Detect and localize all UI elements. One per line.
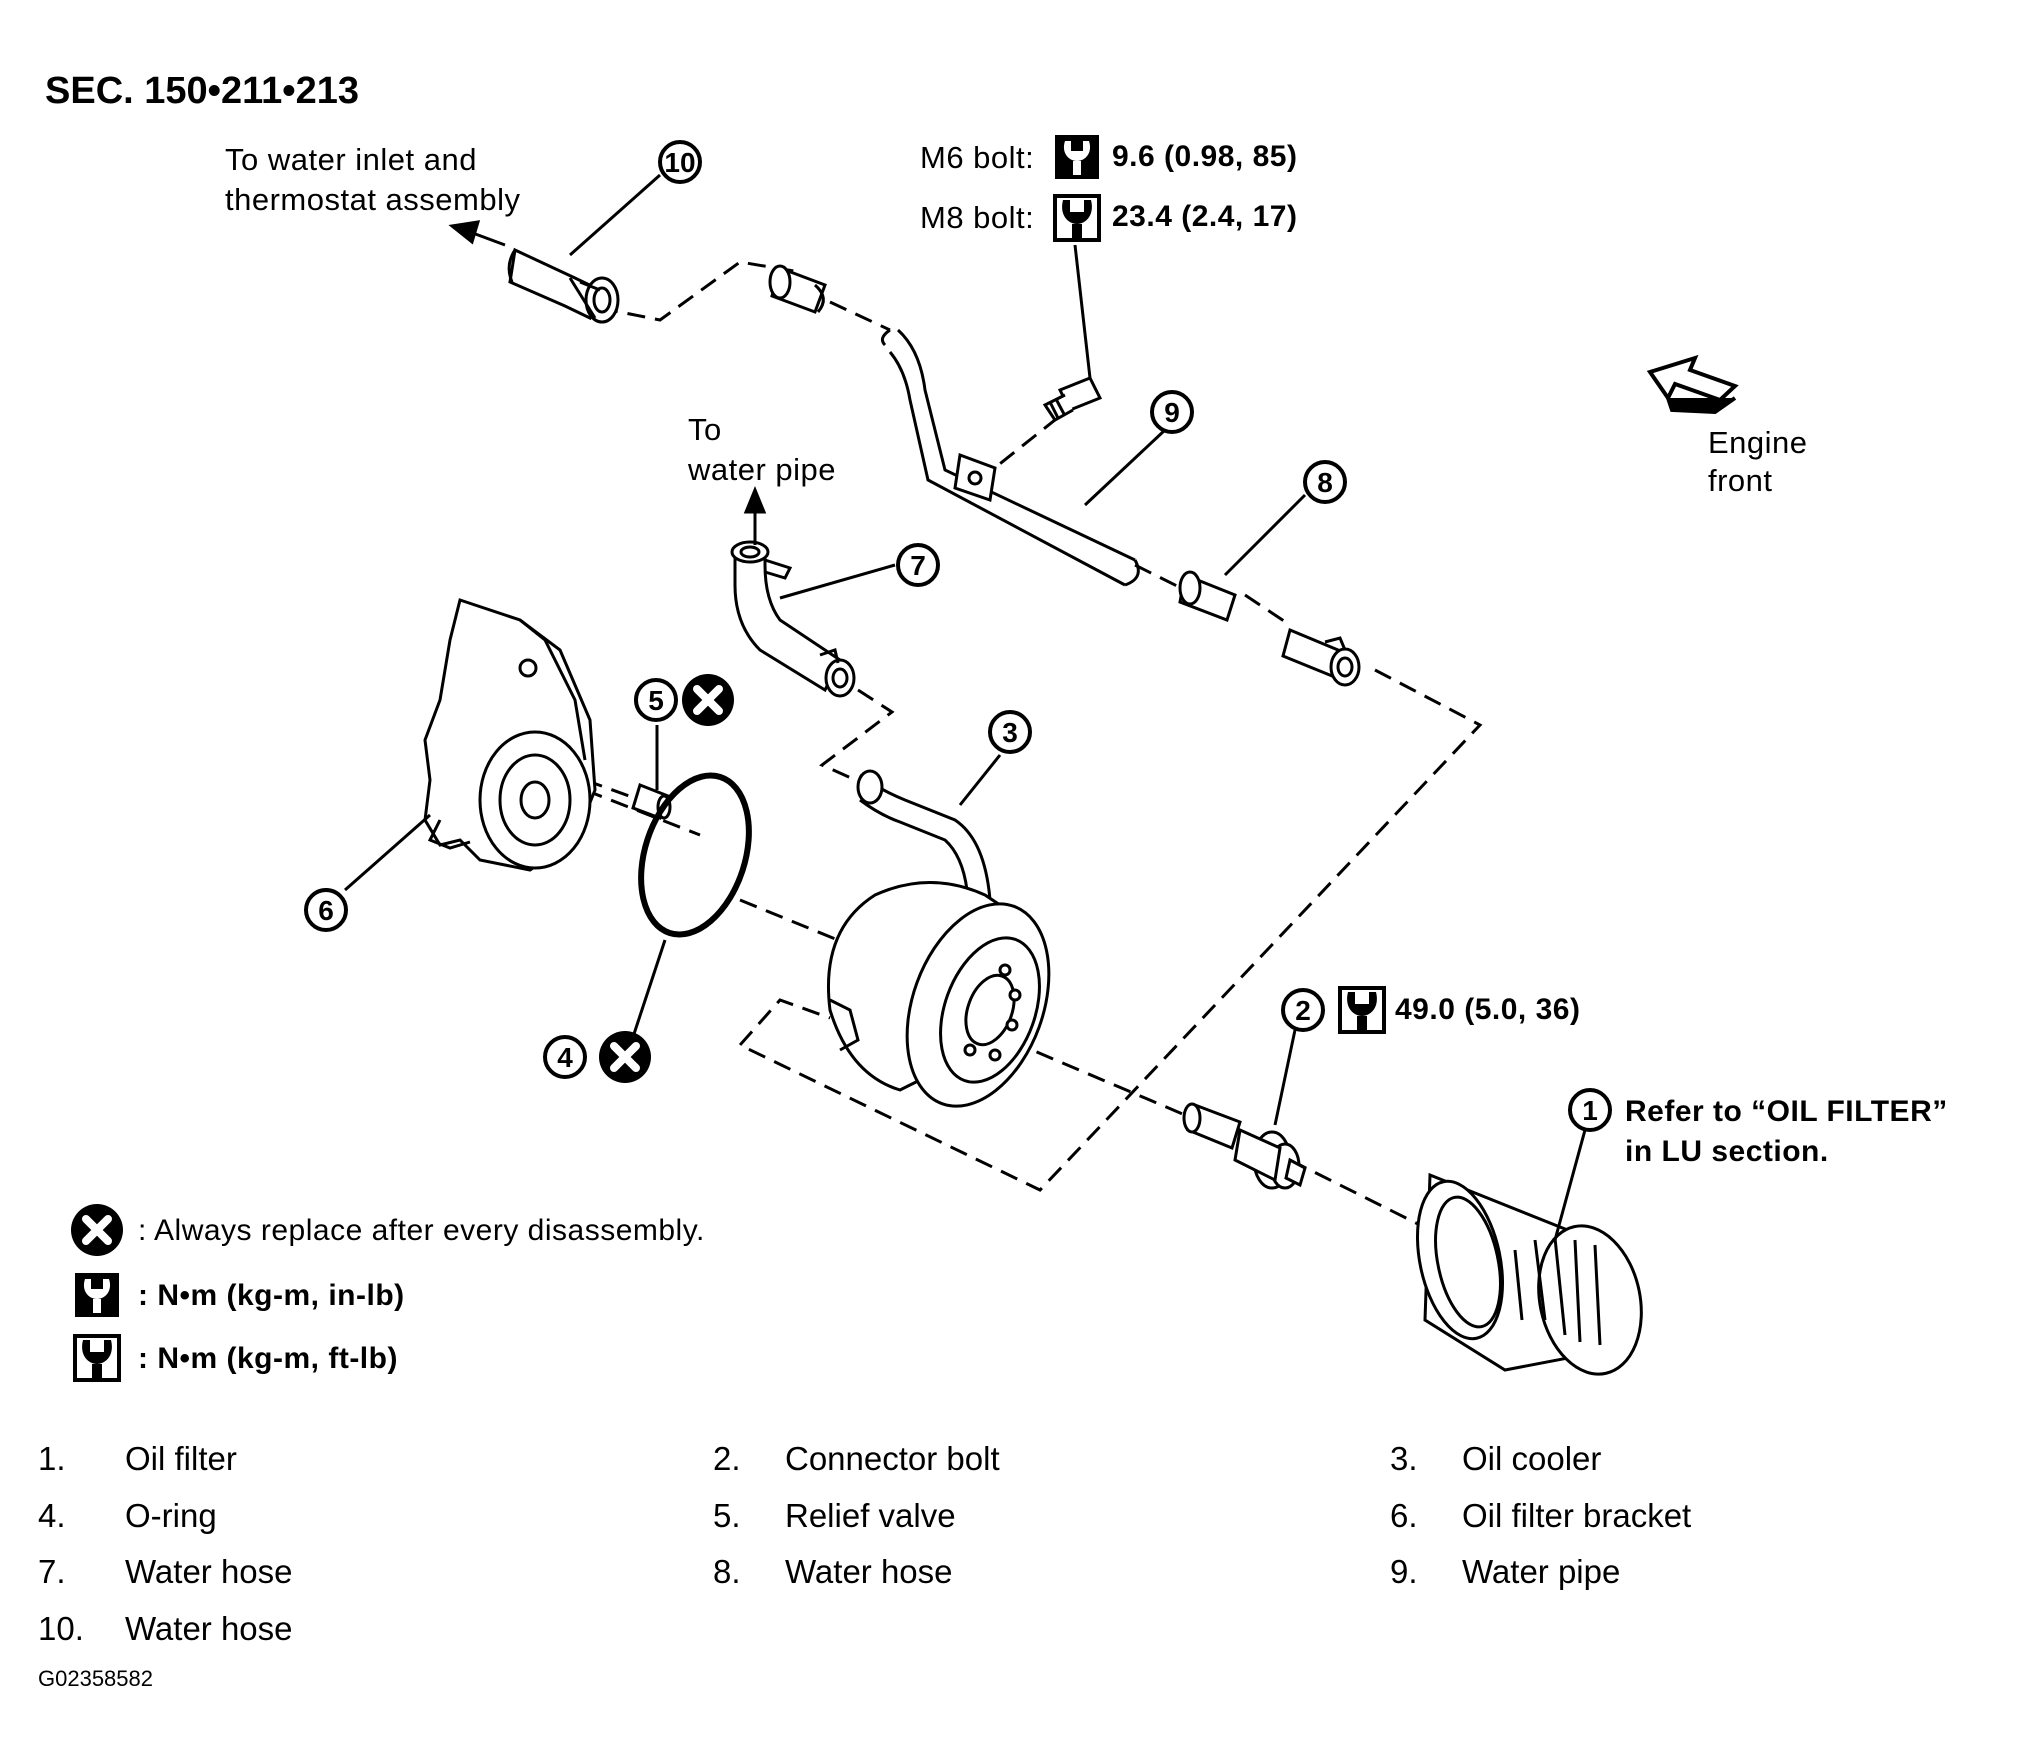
torque-in-lb-icon-m6 bbox=[1055, 135, 1099, 179]
legend-replace-text: : Always replace after every disassembly… bbox=[138, 1214, 705, 1247]
m6-bolt-label: M6 bolt: bbox=[920, 140, 1035, 175]
water-route-line-right bbox=[737, 563, 1483, 1192]
bolt-to-bracket-line bbox=[981, 398, 1081, 480]
item-number-6: 6 bbox=[304, 888, 348, 932]
legend-replace-icon bbox=[71, 1204, 123, 1256]
torque-ft-lb-icon-connector bbox=[1338, 986, 1386, 1034]
svg-text:6: 6 bbox=[318, 895, 334, 926]
engine-front-arrow-icon bbox=[1646, 354, 1739, 415]
parts-list-num-5: 5. bbox=[713, 1497, 741, 1534]
engine-front-label-line1: Engine bbox=[1708, 425, 1808, 460]
water-route-line-top bbox=[599, 260, 801, 322]
svg-text:7: 7 bbox=[910, 550, 926, 581]
item-number-8: 8 bbox=[1303, 460, 1347, 504]
item-number-10: 10 bbox=[658, 140, 702, 184]
parts-list-num-9: 9. bbox=[1390, 1553, 1418, 1590]
leader-bolt bbox=[1073, 244, 1092, 379]
to-water-pipe-label-line1: To bbox=[688, 412, 722, 447]
connector-bolt-torque: 49.0 (5.0, 36) bbox=[1395, 993, 1581, 1026]
replace-icon-5 bbox=[682, 674, 734, 726]
svg-text:5: 5 bbox=[648, 685, 664, 716]
oil-cooler-3-shape bbox=[826, 769, 1051, 1108]
svg-text:10: 10 bbox=[664, 147, 695, 178]
engine-front-label-line2: front bbox=[1708, 463, 1773, 498]
parts-list-name-2: Connector bolt bbox=[785, 1440, 1000, 1477]
m6-bolt-torque: 9.6 (0.98, 85) bbox=[1112, 140, 1298, 173]
leader-1 bbox=[1553, 1129, 1587, 1241]
leader-8 bbox=[1223, 493, 1307, 577]
parts-list-name-10: Water hose bbox=[125, 1610, 293, 1647]
svg-text:9: 9 bbox=[1164, 397, 1180, 428]
parts-list-num-1: 1. bbox=[38, 1440, 66, 1477]
to-water-inlet-label-line1: To water inlet and bbox=[225, 142, 477, 177]
oil-filter-note-line1: Refer to “OIL FILTER” bbox=[1625, 1095, 1948, 1128]
parts-list-num-10: 10. bbox=[38, 1610, 84, 1647]
leader-7 bbox=[779, 563, 896, 600]
leader-4 bbox=[630, 939, 667, 1041]
parts-list-name-6: Oil filter bracket bbox=[1462, 1497, 1692, 1534]
to-water-pipe-label-line2: water pipe bbox=[688, 452, 837, 487]
parts-list-name-8: Water hose bbox=[785, 1553, 953, 1590]
item-number-7: 7 bbox=[896, 543, 940, 587]
parts-list-num-8: 8. bbox=[713, 1553, 741, 1590]
water-pipe-9-shape bbox=[880, 328, 1140, 587]
parts-list-name-4: O-ring bbox=[125, 1497, 217, 1534]
svg-text:3: 3 bbox=[1002, 717, 1018, 748]
water-route-line-pipe bbox=[829, 300, 891, 332]
item-number-3: 3 bbox=[988, 710, 1032, 754]
water-hose-8-shape bbox=[1178, 570, 1361, 687]
svg-text:4: 4 bbox=[557, 1042, 573, 1073]
item-number-2: 2 bbox=[1281, 988, 1325, 1032]
item-number-9: 9 bbox=[1150, 390, 1194, 434]
oil-filter-1-shape bbox=[1415, 1172, 1643, 1376]
section-title: SEC. 150•211•213 bbox=[45, 70, 359, 112]
m8-bolt-torque: 23.4 (2.4, 17) bbox=[1112, 200, 1298, 233]
figure-code: G02358582 bbox=[38, 1666, 153, 1691]
legend-in-lb-icon bbox=[75, 1273, 119, 1317]
parts-list-num-3: 3. bbox=[1390, 1440, 1418, 1477]
hose-segment-top bbox=[768, 264, 827, 314]
item-number-4: 4 bbox=[543, 1035, 587, 1079]
leader-9 bbox=[1083, 428, 1167, 507]
parts-list-num-6: 6. bbox=[1390, 1497, 1418, 1534]
m8-bolt-label: M8 bolt: bbox=[920, 200, 1035, 235]
leader-10 bbox=[569, 173, 661, 257]
legend-in-lb-text: : N•m (kg-m, in-lb) bbox=[138, 1279, 405, 1312]
oil-filter-note-line2: in LU section. bbox=[1625, 1135, 1829, 1168]
replace-icon-4 bbox=[599, 1031, 651, 1083]
parts-list-name-1: Oil filter bbox=[125, 1440, 237, 1477]
connector-bolt-2-shape bbox=[1182, 1102, 1307, 1190]
o-ring-4-shape bbox=[638, 772, 752, 938]
svg-text:1: 1 bbox=[1582, 1095, 1598, 1126]
m6-m8-bolt-shape bbox=[1042, 376, 1103, 422]
arrow-to-water-pipe bbox=[743, 486, 767, 545]
legend-ft-lb-icon bbox=[73, 1334, 121, 1382]
parts-list-num-4: 4. bbox=[38, 1497, 66, 1534]
item-number-5: 5 bbox=[634, 678, 678, 722]
water-hose-10-shape bbox=[507, 247, 620, 324]
svg-text:2: 2 bbox=[1295, 995, 1311, 1026]
item-number-1: 1 bbox=[1568, 1088, 1612, 1132]
to-water-inlet-label-line2: thermostat assembly bbox=[225, 182, 521, 217]
leader-6 bbox=[344, 813, 431, 892]
parts-list-name-9: Water pipe bbox=[1462, 1553, 1621, 1590]
parts-list-name-5: Relief valve bbox=[785, 1497, 956, 1534]
svg-text:8: 8 bbox=[1317, 467, 1333, 498]
arrow-to-water-inlet bbox=[448, 220, 506, 247]
parts-list-num-2: 2. bbox=[713, 1440, 741, 1477]
leader-2 bbox=[1273, 1029, 1297, 1126]
parts-list-name-7: Water hose bbox=[125, 1553, 293, 1590]
leader-3 bbox=[958, 754, 1002, 806]
hose7-to-cooler-line bbox=[819, 688, 895, 784]
water-hose-7-shape bbox=[730, 540, 856, 698]
legend-ft-lb-text: : N•m (kg-m, ft-lb) bbox=[138, 1342, 398, 1375]
parts-list-name-3: Oil cooler bbox=[1462, 1440, 1602, 1477]
torque-ft-lb-icon-m8 bbox=[1053, 194, 1101, 242]
parts-list-num-7: 7. bbox=[38, 1553, 66, 1590]
oil-filter-bracket-6-shape bbox=[423, 598, 597, 872]
